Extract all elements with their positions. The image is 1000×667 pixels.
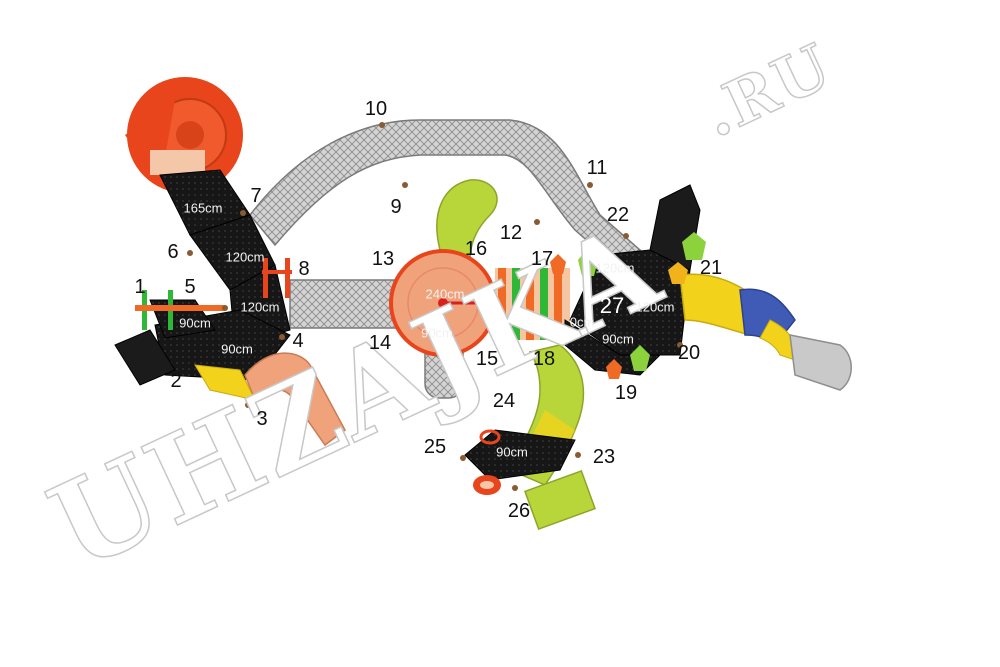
leaf-decoration bbox=[550, 232, 706, 379]
callout-17: 17 bbox=[530, 248, 554, 270]
post-markers bbox=[187, 122, 683, 491]
callout-22: 22 bbox=[606, 204, 630, 226]
height-label: 90cm bbox=[602, 331, 634, 347]
height-label: 0cm bbox=[569, 314, 595, 330]
callout-24: 24 bbox=[492, 390, 516, 412]
tube-slide-right bbox=[679, 273, 852, 391]
height-label: 240cm bbox=[425, 286, 465, 302]
callout-13: 13 bbox=[371, 248, 395, 270]
callout-6: 6 bbox=[167, 241, 179, 263]
height-label: 90cm bbox=[179, 315, 211, 331]
yellow-chute bbox=[194, 364, 256, 401]
height-label: 120cm bbox=[595, 260, 635, 276]
callout-1: 1 bbox=[134, 276, 146, 298]
spring-rider bbox=[473, 429, 501, 495]
height-label: 90cm bbox=[221, 341, 253, 357]
orange-tower-roof bbox=[125, 77, 243, 193]
peach-slide bbox=[244, 352, 346, 447]
callout-7: 7 bbox=[250, 185, 262, 207]
callout-9: 9 bbox=[390, 196, 402, 218]
height-label: 120cm bbox=[240, 299, 280, 315]
callout-26: 26 bbox=[507, 500, 531, 522]
height-label: 90cm bbox=[496, 444, 528, 460]
callout-25: 25 bbox=[423, 436, 447, 458]
pole-8 bbox=[262, 258, 292, 298]
callout-19: 19 bbox=[614, 382, 638, 404]
callout-4: 4 bbox=[292, 330, 304, 352]
callout-8: 8 bbox=[298, 258, 310, 280]
height-label: 165cm bbox=[183, 200, 223, 216]
height-label: 90cm bbox=[421, 325, 453, 341]
height-label: 120cm bbox=[635, 299, 675, 315]
platform-number: 27 bbox=[599, 293, 625, 318]
callout-15: 15 bbox=[475, 348, 499, 370]
callout-11: 11 bbox=[586, 157, 608, 179]
climbing-post bbox=[135, 290, 225, 330]
callout-3: 3 bbox=[256, 408, 268, 430]
callout-12: 12 bbox=[499, 222, 523, 244]
callout-18: 18 bbox=[532, 348, 556, 370]
lime-slide-top bbox=[436, 179, 498, 262]
mesh-tunnel-upper bbox=[249, 119, 642, 266]
callout-21: 21 bbox=[699, 257, 723, 279]
callout-16: 16 bbox=[464, 238, 488, 260]
callout-20: 20 bbox=[677, 342, 701, 364]
callout-10: 10 bbox=[364, 98, 388, 120]
callout-5: 5 bbox=[184, 276, 196, 298]
callout-2: 2 bbox=[170, 370, 182, 392]
rainbow-bridge bbox=[495, 268, 570, 340]
callout-14: 14 bbox=[368, 332, 392, 354]
height-label: 120cm bbox=[225, 249, 265, 265]
callout-23: 23 bbox=[592, 446, 616, 468]
